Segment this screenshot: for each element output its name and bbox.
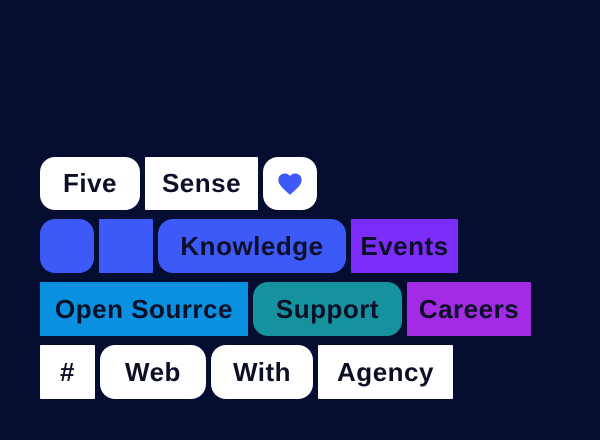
chip-sense[interactable]: Sense [145, 157, 258, 210]
chip-support[interactable]: Support [253, 282, 402, 336]
heart-icon [276, 170, 304, 198]
chip-knowledge[interactable]: Knowledge [158, 219, 346, 273]
chip-blank-2[interactable] [99, 219, 153, 273]
chip-row-3: Open Sourrce Support Careers [40, 282, 531, 336]
chip-careers[interactable]: Careers [407, 282, 531, 336]
chip-heart[interactable] [263, 157, 317, 210]
chip-hash[interactable]: # [40, 345, 95, 399]
chip-board: Five Sense Knowledge Events Open Sourrce… [40, 157, 531, 399]
chip-agency[interactable]: Agency [318, 345, 453, 399]
chip-blank-1[interactable] [40, 219, 94, 273]
chip-five[interactable]: Five [40, 157, 140, 210]
chip-row-2: Knowledge Events [40, 219, 531, 273]
chip-open-sourrce[interactable]: Open Sourrce [40, 282, 248, 336]
chip-events[interactable]: Events [351, 219, 458, 273]
chip-row-1: Five Sense [40, 157, 531, 210]
chip-with[interactable]: With [211, 345, 313, 399]
chip-row-4: # Web With Agency [40, 345, 531, 399]
chip-web[interactable]: Web [100, 345, 206, 399]
